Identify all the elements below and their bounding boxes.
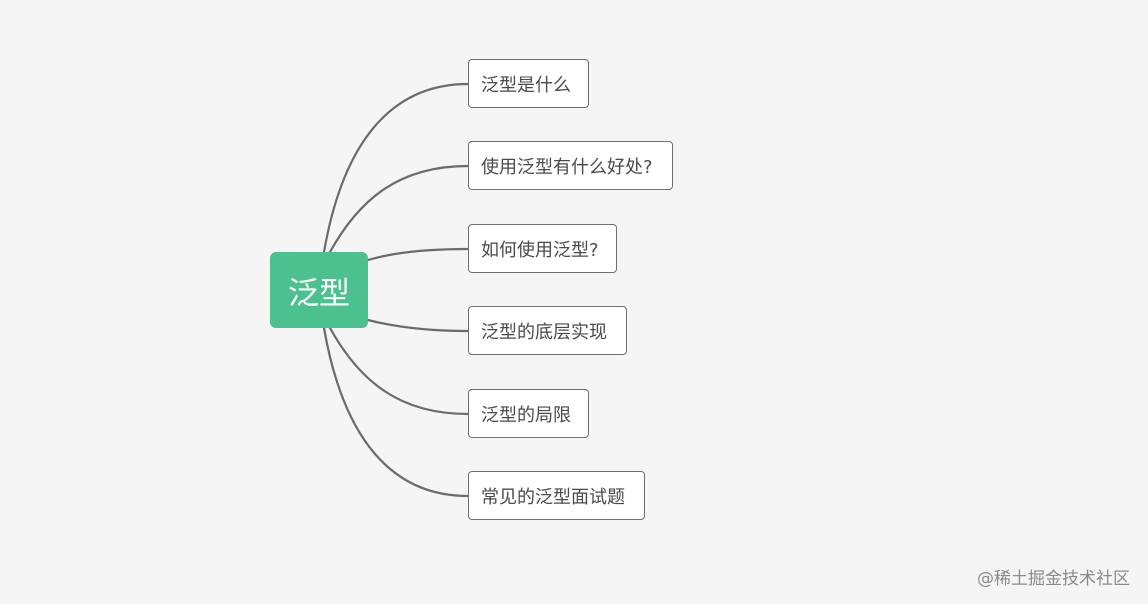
root-node-label: 泛型	[288, 275, 350, 312]
connector-line	[322, 326, 470, 498]
branch-node[interactable]: 泛型的局限	[468, 389, 589, 438]
branch-node-label: 泛型是什么	[481, 74, 571, 96]
branch-node[interactable]: 常见的泛型面试题	[468, 471, 645, 520]
branch-node[interactable]: 使用泛型有什么好处?	[468, 141, 673, 190]
branch-node-label: 泛型的底层实现	[481, 321, 607, 343]
connector-line	[366, 318, 470, 333]
connector-line	[328, 326, 470, 416]
branch-node-label: 泛型的局限	[481, 404, 571, 426]
connector-line	[322, 82, 470, 254]
connector-line	[366, 247, 470, 262]
branch-node-label: 常见的泛型面试题	[481, 486, 625, 508]
branch-node[interactable]: 泛型的底层实现	[468, 306, 627, 355]
watermark: @稀土掘金技术社区	[977, 569, 1130, 589]
branch-node[interactable]: 如何使用泛型?	[468, 224, 617, 273]
branch-node-label: 如何使用泛型?	[481, 239, 599, 261]
root-node[interactable]: 泛型	[270, 252, 368, 328]
branch-node-label: 使用泛型有什么好处?	[481, 156, 653, 178]
connector-line	[328, 164, 470, 254]
branch-node[interactable]: 泛型是什么	[468, 59, 589, 108]
